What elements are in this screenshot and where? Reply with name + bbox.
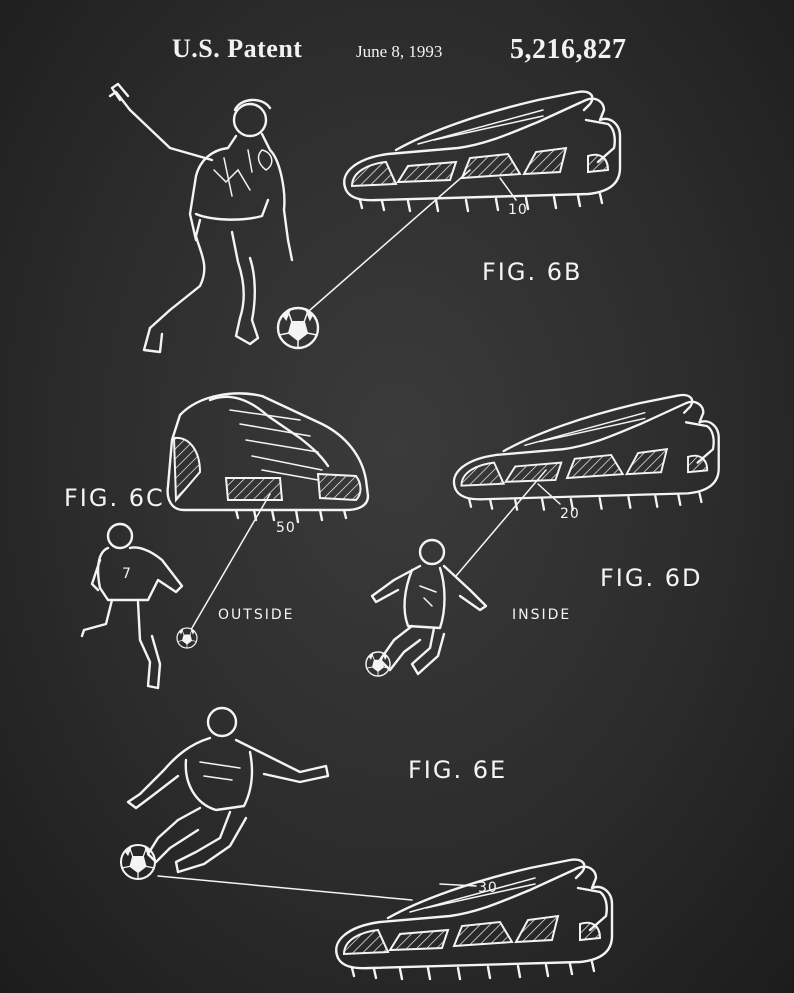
fig-6d-ref-leader bbox=[537, 483, 561, 505]
fig-6e-player-drawing bbox=[126, 706, 330, 874]
fig-6d-ball bbox=[365, 651, 391, 677]
fig-6d-ref: 20 bbox=[560, 506, 580, 522]
fig-6c-ball bbox=[176, 627, 198, 649]
fig-6d-player-drawing bbox=[370, 538, 488, 676]
fig-6c-label: FIG. 6C bbox=[64, 484, 165, 512]
fig-6b-ref-leader bbox=[499, 177, 517, 201]
patent-date: June 8, 1993 bbox=[356, 42, 443, 61]
fig-6d-shoe bbox=[452, 393, 720, 511]
fig-6c-caption: OUTSIDE bbox=[218, 607, 294, 623]
patent-title: U.S. Patent bbox=[172, 34, 303, 63]
fig-6b-player-drawing bbox=[108, 82, 294, 354]
fig-6d-label: FIG. 6D bbox=[600, 564, 703, 592]
fig-6b-ref: 10 bbox=[508, 202, 528, 218]
fig-6c-player-drawing: 7 bbox=[80, 522, 184, 690]
fig-6e-ref-leader bbox=[439, 883, 477, 887]
patent-number: 5,216,827 bbox=[510, 34, 627, 65]
fig-6e-shoe bbox=[335, 858, 614, 981]
fig-6c-ref: 50 bbox=[276, 520, 296, 536]
fig-6b-leader-line bbox=[309, 169, 471, 311]
fig-6e-leader-line bbox=[157, 875, 413, 901]
fig-6e-label: FIG. 6E bbox=[408, 756, 507, 784]
fig-6e-ball bbox=[119, 843, 157, 881]
fig-6c-jersey-number: 7 bbox=[122, 566, 132, 582]
fig-6b-shoe bbox=[343, 90, 622, 213]
fig-6e-ref: 30 bbox=[478, 880, 498, 896]
fig-6b-label: FIG. 6B bbox=[482, 258, 582, 286]
fig-6d-leader-line bbox=[455, 469, 547, 577]
fig-6c-leader-line bbox=[191, 493, 271, 629]
fig-6d-caption: INSIDE bbox=[512, 607, 571, 623]
fig-6b-ball bbox=[276, 306, 320, 350]
fig-6c-shoe bbox=[166, 392, 370, 524]
